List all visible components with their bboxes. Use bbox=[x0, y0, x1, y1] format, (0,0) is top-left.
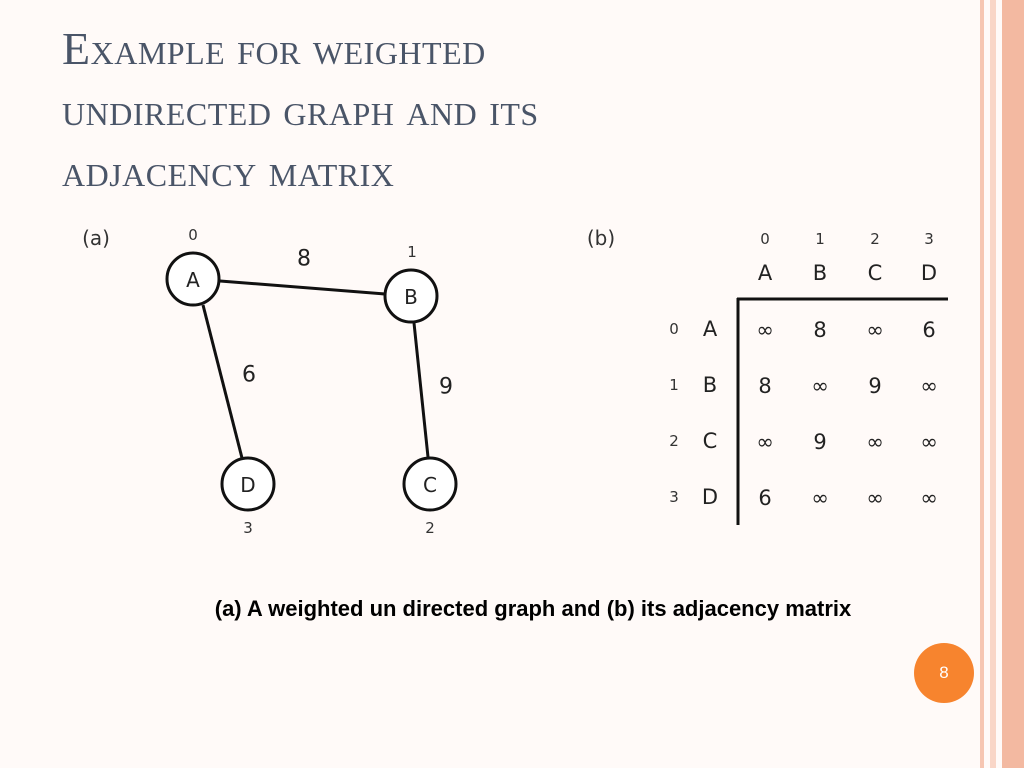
graph-panel: (a) 8 6 9 A 0 B 1 C 2 D 3 bbox=[82, 226, 458, 537]
matrix-row-index-2: 2 bbox=[669, 432, 679, 450]
matrix-row-label-c: C bbox=[703, 429, 718, 453]
node-a-circle bbox=[165, 251, 221, 307]
matrix-cell: 9 bbox=[868, 374, 881, 398]
matrix-col-index-3: 3 bbox=[924, 230, 934, 248]
figure-caption: (a) A weighted un directed graph and (b)… bbox=[214, 596, 852, 621]
matrix-cell: ∞ bbox=[811, 486, 829, 510]
graph-node-c: C 2 bbox=[402, 456, 458, 537]
decorative-side-stripes bbox=[980, 0, 1024, 768]
slide-title: Example for weighted undirected graph an… bbox=[62, 18, 842, 201]
matrix-cell: ∞ bbox=[920, 374, 938, 398]
matrix-cell: ∞ bbox=[920, 486, 938, 510]
matrix-cell: ∞ bbox=[866, 486, 884, 510]
matrix-col-label-b: B bbox=[813, 261, 827, 285]
matrix-row-index-0: 0 bbox=[669, 320, 679, 338]
node-c-circle bbox=[402, 456, 458, 512]
matrix-col-label-d: D bbox=[921, 261, 937, 285]
edge-a-b-weight: 8 bbox=[297, 247, 311, 272]
node-b-label: B bbox=[404, 285, 418, 309]
matrix-row-index-1: 1 bbox=[669, 376, 679, 394]
matrix-cell: ∞ bbox=[866, 430, 884, 454]
node-c-index: 2 bbox=[425, 519, 435, 537]
matrix-cell: 8 bbox=[813, 318, 826, 342]
page-number-badge: 8 bbox=[914, 643, 974, 703]
matrix-cell: ∞ bbox=[756, 318, 774, 342]
matrix-cell: ∞ bbox=[756, 430, 774, 454]
node-d-index: 3 bbox=[243, 519, 253, 537]
node-a-index: 0 bbox=[188, 226, 198, 244]
edge-a-b bbox=[219, 279, 386, 296]
edge-b-c bbox=[412, 322, 430, 458]
node-d-label: D bbox=[240, 473, 255, 497]
graph-panel-label: (a) bbox=[82, 226, 110, 250]
matrix-cell: ∞ bbox=[811, 374, 829, 398]
matrix-row-label-b: B bbox=[703, 373, 717, 397]
stripe-3 bbox=[1002, 0, 1024, 768]
matrix-cell: 6 bbox=[922, 318, 935, 342]
edge-a-d-weight: 6 bbox=[242, 363, 256, 388]
graph-node-b: B 1 bbox=[383, 243, 439, 324]
edge-b-c-weight: 9 bbox=[439, 375, 453, 400]
matrix-row-index-3: 3 bbox=[669, 488, 679, 506]
matrix-cell: 9 bbox=[813, 430, 826, 454]
matrix-row-label-a: A bbox=[703, 317, 718, 341]
matrix-panel-label: (b) bbox=[587, 226, 615, 250]
matrix-cell: ∞ bbox=[920, 430, 938, 454]
matrix-col-index-2: 2 bbox=[870, 230, 880, 248]
node-d-circle bbox=[220, 456, 276, 512]
slide-title-line-3: adjacency matrix bbox=[62, 145, 395, 196]
node-c-label: C bbox=[423, 473, 437, 497]
graph-node-a: A 0 bbox=[165, 226, 221, 307]
matrix-col-label-c: C bbox=[868, 261, 883, 285]
matrix-cell: ∞ bbox=[866, 318, 884, 342]
slide-title-line-1: Example for weighted bbox=[62, 23, 486, 74]
matrix-cell: 8 bbox=[758, 374, 771, 398]
edge-a-d bbox=[201, 304, 244, 459]
matrix-col-index-0: 0 bbox=[760, 230, 770, 248]
graph-node-d: D 3 bbox=[220, 456, 276, 537]
node-b-index: 1 bbox=[407, 243, 417, 261]
matrix-cell: 6 bbox=[758, 486, 771, 510]
matrix-col-label-a: A bbox=[758, 261, 773, 285]
slide-title-line-2: undirected graph and its bbox=[62, 84, 539, 135]
stripe-1 bbox=[980, 0, 984, 768]
matrix-row-label-d: D bbox=[702, 485, 718, 509]
node-b-circle bbox=[383, 268, 439, 324]
matrix-col-index-1: 1 bbox=[815, 230, 825, 248]
matrix-panel: (b) 0 1 2 3 A B C D 0 1 2 3 A B C D ∞ 8 … bbox=[587, 226, 948, 525]
node-a-label: A bbox=[186, 268, 200, 292]
stripe-2 bbox=[990, 0, 996, 768]
